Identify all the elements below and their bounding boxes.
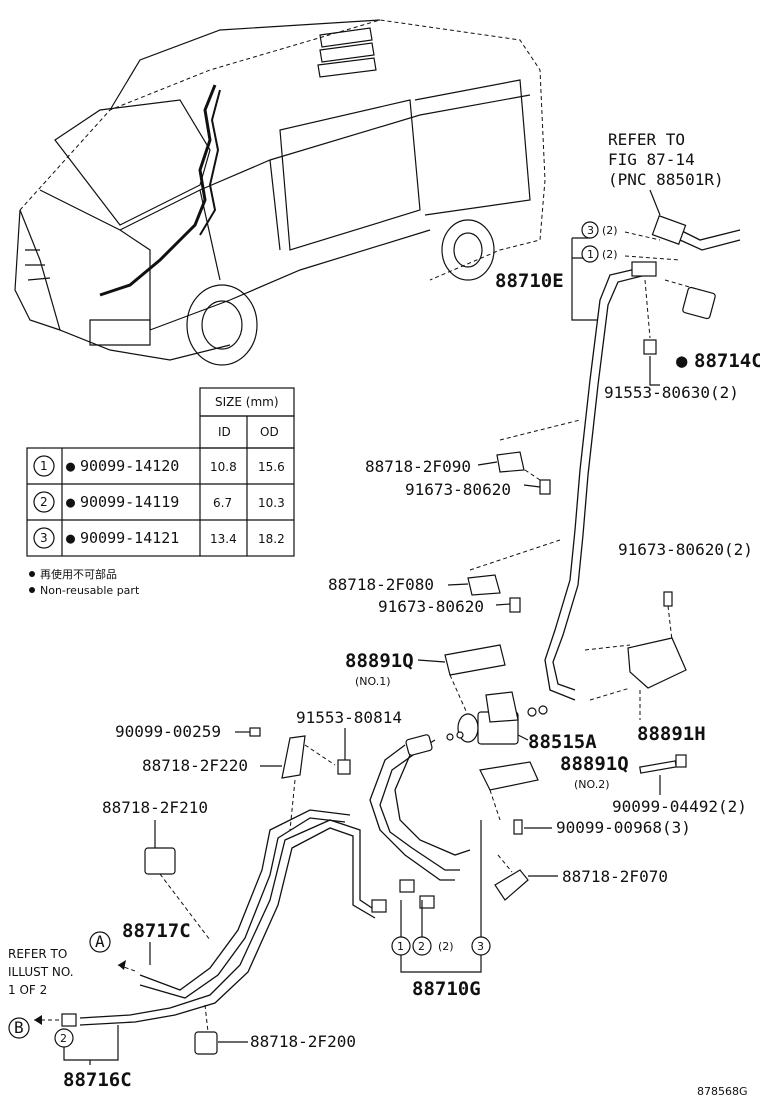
qty-2-top-a: (2) <box>602 224 618 237</box>
bolt-90099-04492 <box>639 754 687 774</box>
refer-fig-line2: FIG 87-14 <box>608 150 695 169</box>
label-91553-80630: 91553-80630(2) <box>604 383 739 402</box>
svg-text:●: ● <box>66 529 75 547</box>
label-88891Q-1-sub: (NO.1) <box>355 675 391 688</box>
svg-text:●: ● <box>66 493 75 511</box>
hose-lower <box>61 731 471 1027</box>
circle-2-88716C: 2 <box>60 1032 67 1045</box>
hose-88710E: 3 (2) 1 (2) <box>544 215 741 701</box>
table-row1-id: 10.8 <box>210 460 237 474</box>
circle-3-top: 3 <box>587 224 594 237</box>
marker-B: B <box>8 1015 60 1039</box>
circle-3-bottom: 3 <box>477 940 484 953</box>
circle-2-bottom: 2 <box>418 940 425 953</box>
table-row2-id: 6.7 <box>213 496 232 510</box>
label-88891Q-2: 88891Q <box>560 753 629 775</box>
clamp-88718-2F210 <box>144 847 211 941</box>
refer-fig-line3: (PNC 88501R) <box>608 170 724 189</box>
clamp-88718-2F200 <box>194 1004 218 1055</box>
svg-text:●: ● <box>66 457 75 475</box>
label-91673-80620-b: 91673-80620(2) <box>618 540 753 559</box>
marker-A: A <box>89 931 139 973</box>
legend-en: Non-reusable part <box>40 584 140 597</box>
label-88710G: 88710G <box>412 978 481 1000</box>
marker-A-letter: A <box>95 932 105 951</box>
label-88891Q-1: 88891Q <box>345 650 414 672</box>
table-col-id: ID <box>218 425 231 439</box>
table-row1-num: 1 <box>40 459 48 473</box>
table-row2-od: 10.3 <box>258 496 285 510</box>
callout-88716C: 2 <box>54 1025 119 1065</box>
qty-2-bottom: (2) <box>438 940 454 953</box>
label-91673-80620-c: 91673-80620 <box>378 597 484 616</box>
clamp-88718-2F070 <box>494 854 529 901</box>
van-illustration <box>14 19 546 366</box>
table-row3-od: 18.2 <box>258 532 285 546</box>
expansion-valve-88515A <box>457 691 548 745</box>
label-88717C: 88717C <box>122 920 191 942</box>
table-row3-part: 90099-14121 <box>80 529 179 547</box>
clamp-88718-2F090 <box>477 419 581 495</box>
label-88891H: 88891H <box>637 723 706 745</box>
circle-1-top: 1 <box>587 248 594 261</box>
table-row3-id: 13.4 <box>210 532 237 546</box>
bracket-88718-2F220 <box>281 735 336 831</box>
bracket-88891Q-2 <box>479 761 539 821</box>
label-88891Q-2-sub: (NO.2) <box>574 778 610 791</box>
table-row2-part: 90099-14119 <box>80 493 179 511</box>
label-91553-80814: 91553-80814 <box>296 708 402 727</box>
legend: 再使用不可部品 Non-reusable part <box>29 567 140 597</box>
bracket-88891Q-1 <box>417 644 506 721</box>
label-88718-2F080: 88718-2F080 <box>328 575 434 594</box>
label-88515A: 88515A <box>528 731 597 753</box>
table-row3-num: 3 <box>40 531 48 545</box>
qty-2-top-b: (2) <box>602 248 618 261</box>
circle-1-bottom: 1 <box>397 940 404 953</box>
label-88710E: 88710E <box>495 270 564 292</box>
callouts-88710G: 1 2 (2) 3 <box>391 820 491 973</box>
label-88718-2F090: 88718-2F090 <box>365 457 471 476</box>
table-size-header: SIZE (mm) <box>215 395 279 409</box>
label-90099-00968: 90099-00968(3) <box>556 818 691 837</box>
cap-88714C-shape <box>682 286 716 320</box>
label-88718-2F200: 88718-2F200 <box>250 1032 356 1051</box>
label-88716C: 88716C <box>63 1069 132 1091</box>
label-90099-00259: 90099-00259 <box>115 722 221 741</box>
screw-90099-00968 <box>513 819 523 835</box>
table-row1-od: 15.6 <box>258 460 285 474</box>
table-row1-part: 90099-14120 <box>80 457 179 475</box>
refer-fig-line1: REFER TO <box>608 130 685 149</box>
label-88718-2F220: 88718-2F220 <box>142 756 248 775</box>
refer-illust-line3: 1 OF 2 <box>8 983 47 997</box>
bracket-88891H <box>584 637 687 720</box>
refer-illust-line2: ILLUST NO. <box>8 965 74 979</box>
refer-fig-note: REFER TO FIG 87-14 (PNC 88501R) <box>608 130 724 216</box>
size-table: SIZE (mm) ID OD 1 ● 90099-14120 10.8 15.… <box>26 387 295 557</box>
refer-illust-line1: REFER TO <box>8 947 67 961</box>
clamp-88718-2F080 <box>447 539 561 613</box>
table-col-od: OD <box>260 425 279 439</box>
diagram-id: 878568G <box>697 1085 748 1098</box>
label-90099-04492: 90099-04492(2) <box>612 797 747 816</box>
refer-illust-note: REFER TO ILLUST NO. 1 OF 2 <box>8 947 74 997</box>
bolt-90099-00259 <box>249 727 261 737</box>
legend-jp: 再使用不可部品 <box>40 567 117 581</box>
label-88714C: ● <box>676 350 688 372</box>
marker-B-letter: B <box>14 1018 24 1037</box>
label-88718-2F070: 88718-2F070 <box>562 867 668 886</box>
label-88718-2F210: 88718-2F210 <box>102 798 208 817</box>
label-88714C-text: 88714C <box>694 350 760 372</box>
table-row2-num: 2 <box>40 495 48 509</box>
label-91673-80620-a: 91673-80620 <box>405 480 511 499</box>
